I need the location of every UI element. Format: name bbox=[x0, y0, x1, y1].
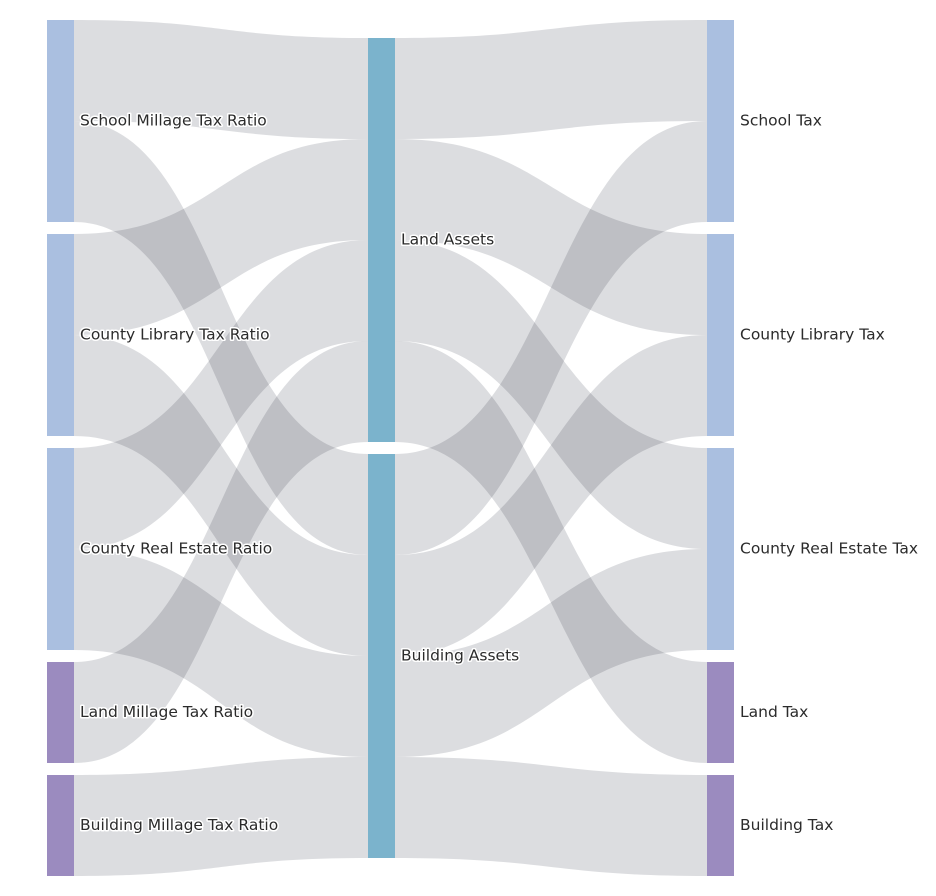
node-county-real-estate-ratio bbox=[47, 448, 74, 650]
label-school-tax: School Tax bbox=[740, 112, 822, 130]
link-county-library-tax-ratio-to-land-assets bbox=[74, 139, 368, 335]
nodes-layer bbox=[47, 20, 734, 876]
node-county-library-tax bbox=[707, 234, 734, 436]
label-building-tax: Building Tax bbox=[740, 816, 833, 834]
link-county-library-tax-ratio-to-building-assets bbox=[74, 335, 368, 656]
label-land-assets: Land Assets bbox=[401, 231, 494, 249]
node-building-assets bbox=[368, 454, 395, 858]
label-land-millage-tax-ratio: Land Millage Tax Ratio bbox=[80, 703, 253, 721]
label-building-assets: Building Assets bbox=[401, 647, 519, 665]
node-building-millage-tax-ratio bbox=[47, 775, 74, 876]
label-school-millage-tax-ratio: School Millage Tax Ratio bbox=[80, 112, 267, 130]
link-county-real-estate-ratio-to-building-assets bbox=[74, 549, 368, 757]
link-land-assets-to-county-real-estate-tax bbox=[395, 240, 707, 549]
label-county-real-estate-ratio: County Real Estate Ratio bbox=[80, 540, 272, 558]
node-school-tax bbox=[707, 20, 734, 222]
link-building-millage-tax-ratio-to-building-assets bbox=[74, 757, 368, 876]
node-county-library-tax-ratio bbox=[47, 234, 74, 436]
link-building-assets-to-school-tax bbox=[395, 121, 707, 555]
link-land-millage-tax-ratio-to-land-assets bbox=[74, 341, 368, 763]
label-land-tax: Land Tax bbox=[740, 703, 808, 721]
link-school-millage-tax-ratio-to-land-assets bbox=[74, 20, 368, 139]
link-building-assets-to-county-real-estate-tax bbox=[395, 549, 707, 757]
link-land-assets-to-school-tax bbox=[395, 20, 707, 139]
label-county-real-estate-tax: County Real Estate Tax bbox=[740, 540, 918, 558]
link-building-assets-to-building-tax bbox=[395, 757, 707, 876]
link-county-real-estate-ratio-to-land-assets bbox=[74, 240, 368, 549]
label-county-library-tax-ratio: County Library Tax Ratio bbox=[80, 326, 270, 344]
label-county-library-tax: County Library Tax bbox=[740, 326, 885, 344]
node-school-millage-tax-ratio bbox=[47, 20, 74, 222]
node-land-assets bbox=[368, 38, 395, 442]
link-land-assets-to-county-library-tax bbox=[395, 139, 707, 335]
node-land-millage-tax-ratio bbox=[47, 662, 74, 763]
node-land-tax bbox=[707, 662, 734, 763]
node-building-tax bbox=[707, 775, 734, 876]
link-building-assets-to-county-library-tax bbox=[395, 335, 707, 656]
node-county-real-estate-tax bbox=[707, 448, 734, 650]
label-building-millage-tax-ratio: Building Millage Tax Ratio bbox=[80, 816, 278, 834]
links-layer bbox=[74, 20, 707, 876]
